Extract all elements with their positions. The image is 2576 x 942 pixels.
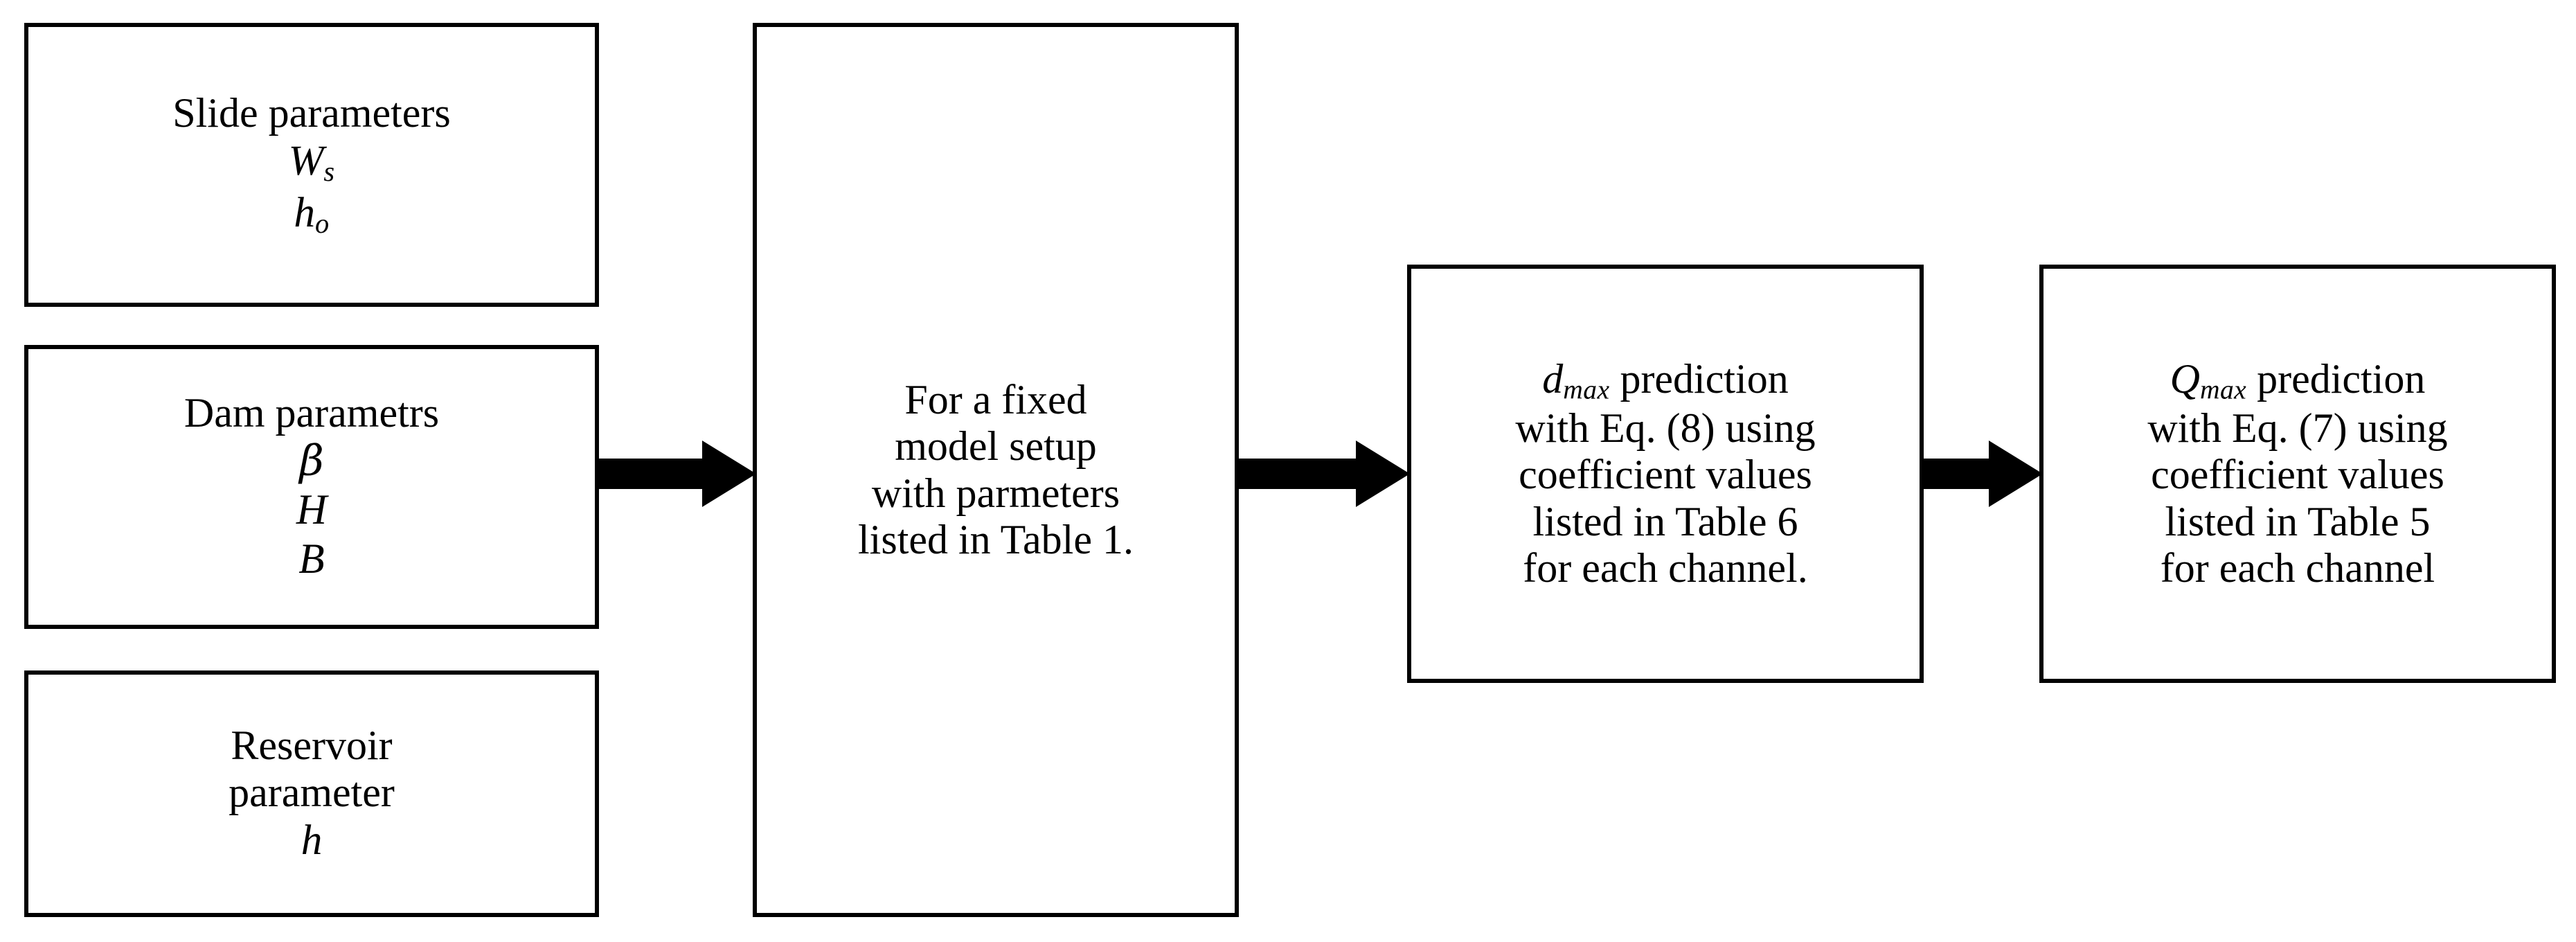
dam-parameters-symbol-h: H bbox=[296, 486, 328, 534]
dmax-prediction-line-4: listed in Table 6 bbox=[1532, 498, 1798, 544]
dam-parameters-symbol-beta: β bbox=[299, 436, 324, 486]
arrow-right-icon-dam-to-setup bbox=[597, 441, 756, 507]
reservoir-parameter-title-line2: parameter bbox=[229, 769, 395, 815]
qmax-prediction-line-5: for each channel bbox=[2160, 544, 2435, 591]
node-slide-parameters[interactable]: Slide parameters Ws ho bbox=[24, 23, 599, 307]
qmax-prediction-line-4: listed in Table 5 bbox=[2165, 498, 2431, 544]
model-setup-line-3: with parmeters bbox=[871, 470, 1120, 516]
slide-parameters-symbol-ws: Ws bbox=[288, 136, 335, 187]
node-dam-parameters-text: Dam parametrs β H B bbox=[28, 390, 595, 584]
dmax-prediction-word: prediction bbox=[1609, 356, 1789, 402]
dam-parameters-symbol-b: B bbox=[298, 535, 325, 583]
dmax-symbol-base: d bbox=[1542, 356, 1564, 402]
dmax-prediction-line-5: for each channel. bbox=[1523, 544, 1808, 591]
qmax-prediction-line-2: with Eq. (7) using bbox=[2147, 405, 2448, 452]
dam-parameters-title: Dam parametrs bbox=[184, 389, 440, 436]
slide-parameters-symbol-h0: ho bbox=[294, 188, 330, 239]
node-model-setup-text: For a fixed model setup with parmeters l… bbox=[757, 377, 1235, 563]
arrow-right-icon-setup-to-dmax bbox=[1235, 441, 1410, 507]
node-slide-parameters-text: Slide parameters Ws ho bbox=[28, 90, 595, 240]
qmax-symbol-sub: max bbox=[2199, 374, 2247, 405]
node-dmax-prediction-text: dmax prediction with Eq. (8) using coeff… bbox=[1411, 356, 1920, 592]
node-reservoir-parameter-text: Reservoir parameter h bbox=[28, 722, 595, 864]
node-qmax-prediction-text: Qmax prediction with Eq. (7) using coeff… bbox=[2043, 356, 2552, 592]
dmax-symbol-sub: max bbox=[1563, 374, 1610, 405]
model-setup-line-1: For a fixed bbox=[904, 377, 1087, 423]
arrow-right-icon-dmax-to-qmax bbox=[1920, 441, 2043, 507]
qmax-symbol-base: Q bbox=[2170, 356, 2200, 402]
qmax-prediction-line-1: Qmax prediction bbox=[2043, 356, 2552, 405]
qmax-prediction-word: prediction bbox=[2246, 356, 2426, 402]
model-setup-line-2: model setup bbox=[895, 423, 1097, 470]
model-setup-line-4: listed in Table 1. bbox=[858, 516, 1134, 562]
qmax-prediction-line-3: coefficient values bbox=[2151, 452, 2444, 498]
reservoir-parameter-title-line1: Reservoir bbox=[231, 722, 393, 769]
dmax-prediction-line-3: coefficient values bbox=[1519, 452, 1812, 498]
reservoir-parameter-symbol-h: h bbox=[301, 816, 323, 864]
dmax-prediction-line-2: with Eq. (8) using bbox=[1515, 405, 1816, 452]
node-qmax-prediction[interactable]: Qmax prediction with Eq. (7) using coeff… bbox=[2039, 265, 2556, 683]
node-dmax-prediction[interactable]: dmax prediction with Eq. (8) using coeff… bbox=[1407, 265, 1924, 683]
slide-parameters-title: Slide parameters bbox=[172, 89, 451, 136]
dmax-prediction-line-1: dmax prediction bbox=[1411, 356, 1920, 405]
node-reservoir-parameter[interactable]: Reservoir parameter h bbox=[24, 670, 599, 917]
node-dam-parameters[interactable]: Dam parametrs β H B bbox=[24, 345, 599, 629]
node-model-setup[interactable]: For a fixed model setup with parmeters l… bbox=[753, 23, 1239, 917]
